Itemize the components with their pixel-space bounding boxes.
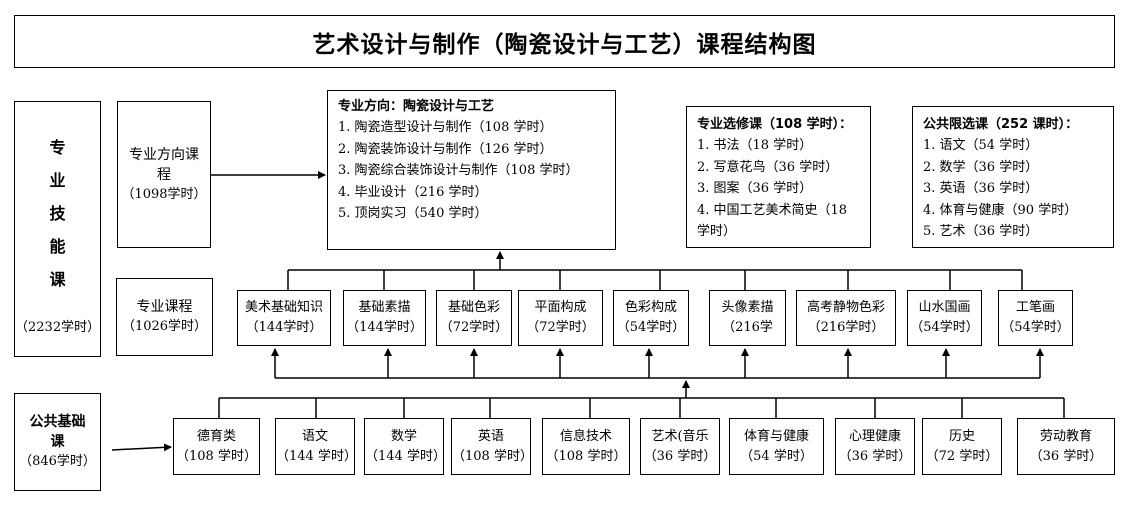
pro-skill-char: 课 — [49, 270, 66, 289]
pro-skill-char: 技 — [49, 204, 66, 223]
public-course-item-hours: （144 学时） — [276, 448, 357, 464]
public-course-item-name: 心理健康 — [848, 428, 901, 444]
public-elective-item: 5. 艺术（36 学时） — [923, 224, 1039, 239]
public-course-item: 语文 （144 学时） — [275, 418, 357, 475]
direction-item: 2. 陶瓷装饰设计与制作（126 学时） — [338, 141, 553, 157]
public-course-item: 体育与健康 （54 学时） — [729, 418, 824, 475]
direction-heading: 专业方向：陶瓷设计与工艺 — [338, 99, 495, 114]
direction-item: 4. 毕业设计（216 学时） — [338, 184, 488, 200]
major-course-item-name: 工笔画 — [1015, 300, 1055, 315]
major-course-name: 专业课程 — [136, 299, 193, 315]
direction-course-name-cont: 程 — [157, 166, 171, 183]
public-basic-name: 公共基础 — [29, 414, 86, 430]
public-elective-item: 1. 语文（54 学时） — [923, 138, 1039, 153]
pro-elective-item: 1. 书法（18 学时） — [697, 138, 813, 153]
major-course-item: 美术基础知识 （144学时） — [237, 290, 331, 346]
major-course-item-hours: （144学时） — [346, 320, 423, 335]
public-course-item-name: 德育类 — [196, 428, 236, 444]
public-elective-item: 3. 英语（36 学时） — [923, 181, 1039, 196]
pro-skill-char: 业 — [49, 171, 66, 190]
public-course-item-name: 历史 — [948, 428, 975, 444]
public-course-item: 艺术(音乐 （36 学时） — [640, 418, 720, 475]
public-course-item: 信息技术 （108 学时） — [542, 418, 630, 475]
public-course-item-hours: （108 学时） — [176, 448, 257, 464]
public-course-item-hours: （54 学时） — [740, 448, 813, 464]
public-course-item: 心理健康 （36 学时） — [835, 418, 915, 475]
public-basic-hours: （846学时） — [19, 454, 96, 469]
direction-item: 5. 顶岗实习（540 学时） — [338, 206, 488, 221]
major-course-item-hours: （54学时） — [616, 320, 686, 335]
pro-elective-item: 3. 图案（36 学时） — [697, 181, 813, 196]
major-course-item-name: 基础素描 — [358, 300, 411, 315]
major-course-item-hours: （72学时） — [439, 320, 509, 335]
pro-elective-item: 4. 中国工艺美术简史（18 — [697, 202, 848, 218]
public-course-item-name: 语文 — [301, 428, 328, 444]
public-course-item-name: 信息技术 — [559, 428, 612, 444]
major-course-item: 工笔画 （54学时） — [998, 290, 1073, 346]
direction-course-name: 专业方向课 — [129, 146, 199, 163]
public-course-item-name: 劳动教育 — [1039, 428, 1092, 444]
public-elective-item: 4. 体育与健康（90 学时） — [923, 202, 1078, 218]
major-course-item: 基础素描 （144学时） — [343, 290, 426, 346]
public-elective-heading: 公共限选课（252 课时）： — [923, 117, 1079, 132]
major-course-item-name: 色彩构成 — [624, 300, 677, 315]
major-course-item: 头像素描 （216学 — [709, 290, 786, 346]
direction-course-hours: （1098学时） — [121, 186, 207, 202]
public-basic-course-box: 公共基础 课 （846学时） — [14, 393, 101, 491]
public-basic-name-cont: 课 — [50, 434, 65, 450]
public-elective-item: 2. 数学（36 学时） — [923, 159, 1039, 175]
major-course-item-hours: （54学时） — [1001, 320, 1070, 335]
public-course-item-hours: （36 学时） — [1029, 448, 1103, 464]
major-course-item: 平面构成 （72学时） — [518, 290, 603, 346]
pro-skill-course-box: 专 业 技 能 课 （2232学时） — [14, 101, 101, 357]
major-course-item-name: 头像素描 — [721, 300, 774, 315]
public-basic-arrow — [111, 443, 172, 452]
major-course-item-name: 基础色彩 — [447, 300, 500, 315]
public-course-item-hours: （36 学时） — [838, 448, 912, 464]
pro-elective-item: 2. 写意花鸟（36 学时） — [697, 159, 839, 175]
public-course-item: 德育类 （108 学时） — [173, 418, 260, 475]
public-elective-box: 公共限选课（252 课时）： 1. 语文（54 学时） 2. 数学（36 学时）… — [912, 106, 1114, 248]
major-course-item-name: 高考静物色彩 — [806, 300, 885, 315]
direction-course-box: 专业方向课 程 （1098学时） — [117, 101, 211, 248]
public-course-item-hours: （108 学时） — [452, 448, 533, 464]
major-course-item: 基础色彩 （72学时） — [436, 290, 512, 346]
pro-skill-char: 专 — [49, 138, 66, 157]
direction-item: 3. 陶瓷综合装饰设计与制作（108 学时） — [338, 163, 579, 178]
pro-elective-heading: 专业选修课（108 学时）： — [697, 117, 853, 132]
public-course-item-name: 体育与健康 — [743, 428, 809, 444]
public-course-item: 劳动教育 （36 学时） — [1017, 418, 1115, 475]
major-course-item-name: 美术基础知识 — [244, 300, 323, 315]
public-course-item-name: 英语 — [477, 428, 504, 444]
major-course-box: 专业课程 （1026学时） — [116, 278, 213, 356]
major-course-item-hours: （72学时） — [526, 320, 595, 335]
diagram-title: 艺术设计与制作（陶瓷设计与工艺）课程结构图 — [14, 15, 1115, 68]
pro-elective-item: 学时） — [697, 224, 737, 239]
direction-item: 1. 陶瓷造型设计与制作（108 学时） — [338, 120, 553, 135]
major-course-item-name: 平面构成 — [534, 300, 587, 315]
major-course-item-hours: （216学时） — [807, 320, 885, 335]
major-course-item-name: 山水国画 — [918, 300, 971, 315]
public-course-item-hours: （144 学时） — [365, 448, 446, 464]
major-course-item-hours: （144学时） — [245, 320, 323, 335]
public-course-item-name: 艺术(音乐 — [651, 428, 709, 444]
public-course-item-hours: （36 学时） — [643, 448, 717, 464]
public-course-item: 历史 （72 学时） — [922, 418, 1002, 475]
major-course-hours: （1026学时） — [121, 319, 208, 334]
pro-elective-box: 专业选修课（108 学时）： 1. 书法（18 学时） 2. 写意花鸟（36 学… — [686, 106, 871, 248]
public-course-item: 数学 （144 学时） — [364, 418, 446, 475]
major-course-item: 高考静物色彩 （216学时） — [796, 290, 896, 346]
public-course-item-name: 数学 — [390, 428, 417, 444]
major-course-item-hours: （54学时） — [910, 320, 979, 335]
public-course-item: 英语 （108 学时） — [451, 418, 533, 475]
major-course-item: 山水国画 （54学时） — [907, 290, 982, 346]
major-course-item: 色彩构成 （54学时） — [613, 290, 689, 346]
major-course-item-hours: （216学 — [722, 320, 773, 335]
public-course-item-hours: （72 学时） — [925, 448, 999, 464]
pro-skill-char: 能 — [49, 237, 66, 256]
direction-detail-box: 专业方向：陶瓷设计与工艺 1. 陶瓷造型设计与制作（108 学时） 2. 陶瓷装… — [327, 90, 616, 250]
pro-skill-hours: （2232学时） — [15, 320, 101, 335]
public-course-item-hours: （108 学时） — [545, 448, 627, 464]
